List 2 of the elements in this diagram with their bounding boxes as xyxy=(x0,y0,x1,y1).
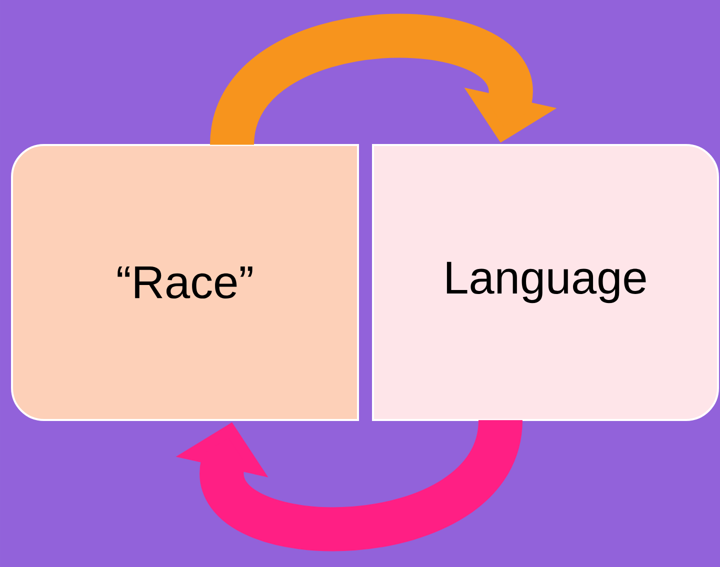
box-label: “Race” xyxy=(118,266,252,299)
box-label: Language xyxy=(446,262,646,304)
